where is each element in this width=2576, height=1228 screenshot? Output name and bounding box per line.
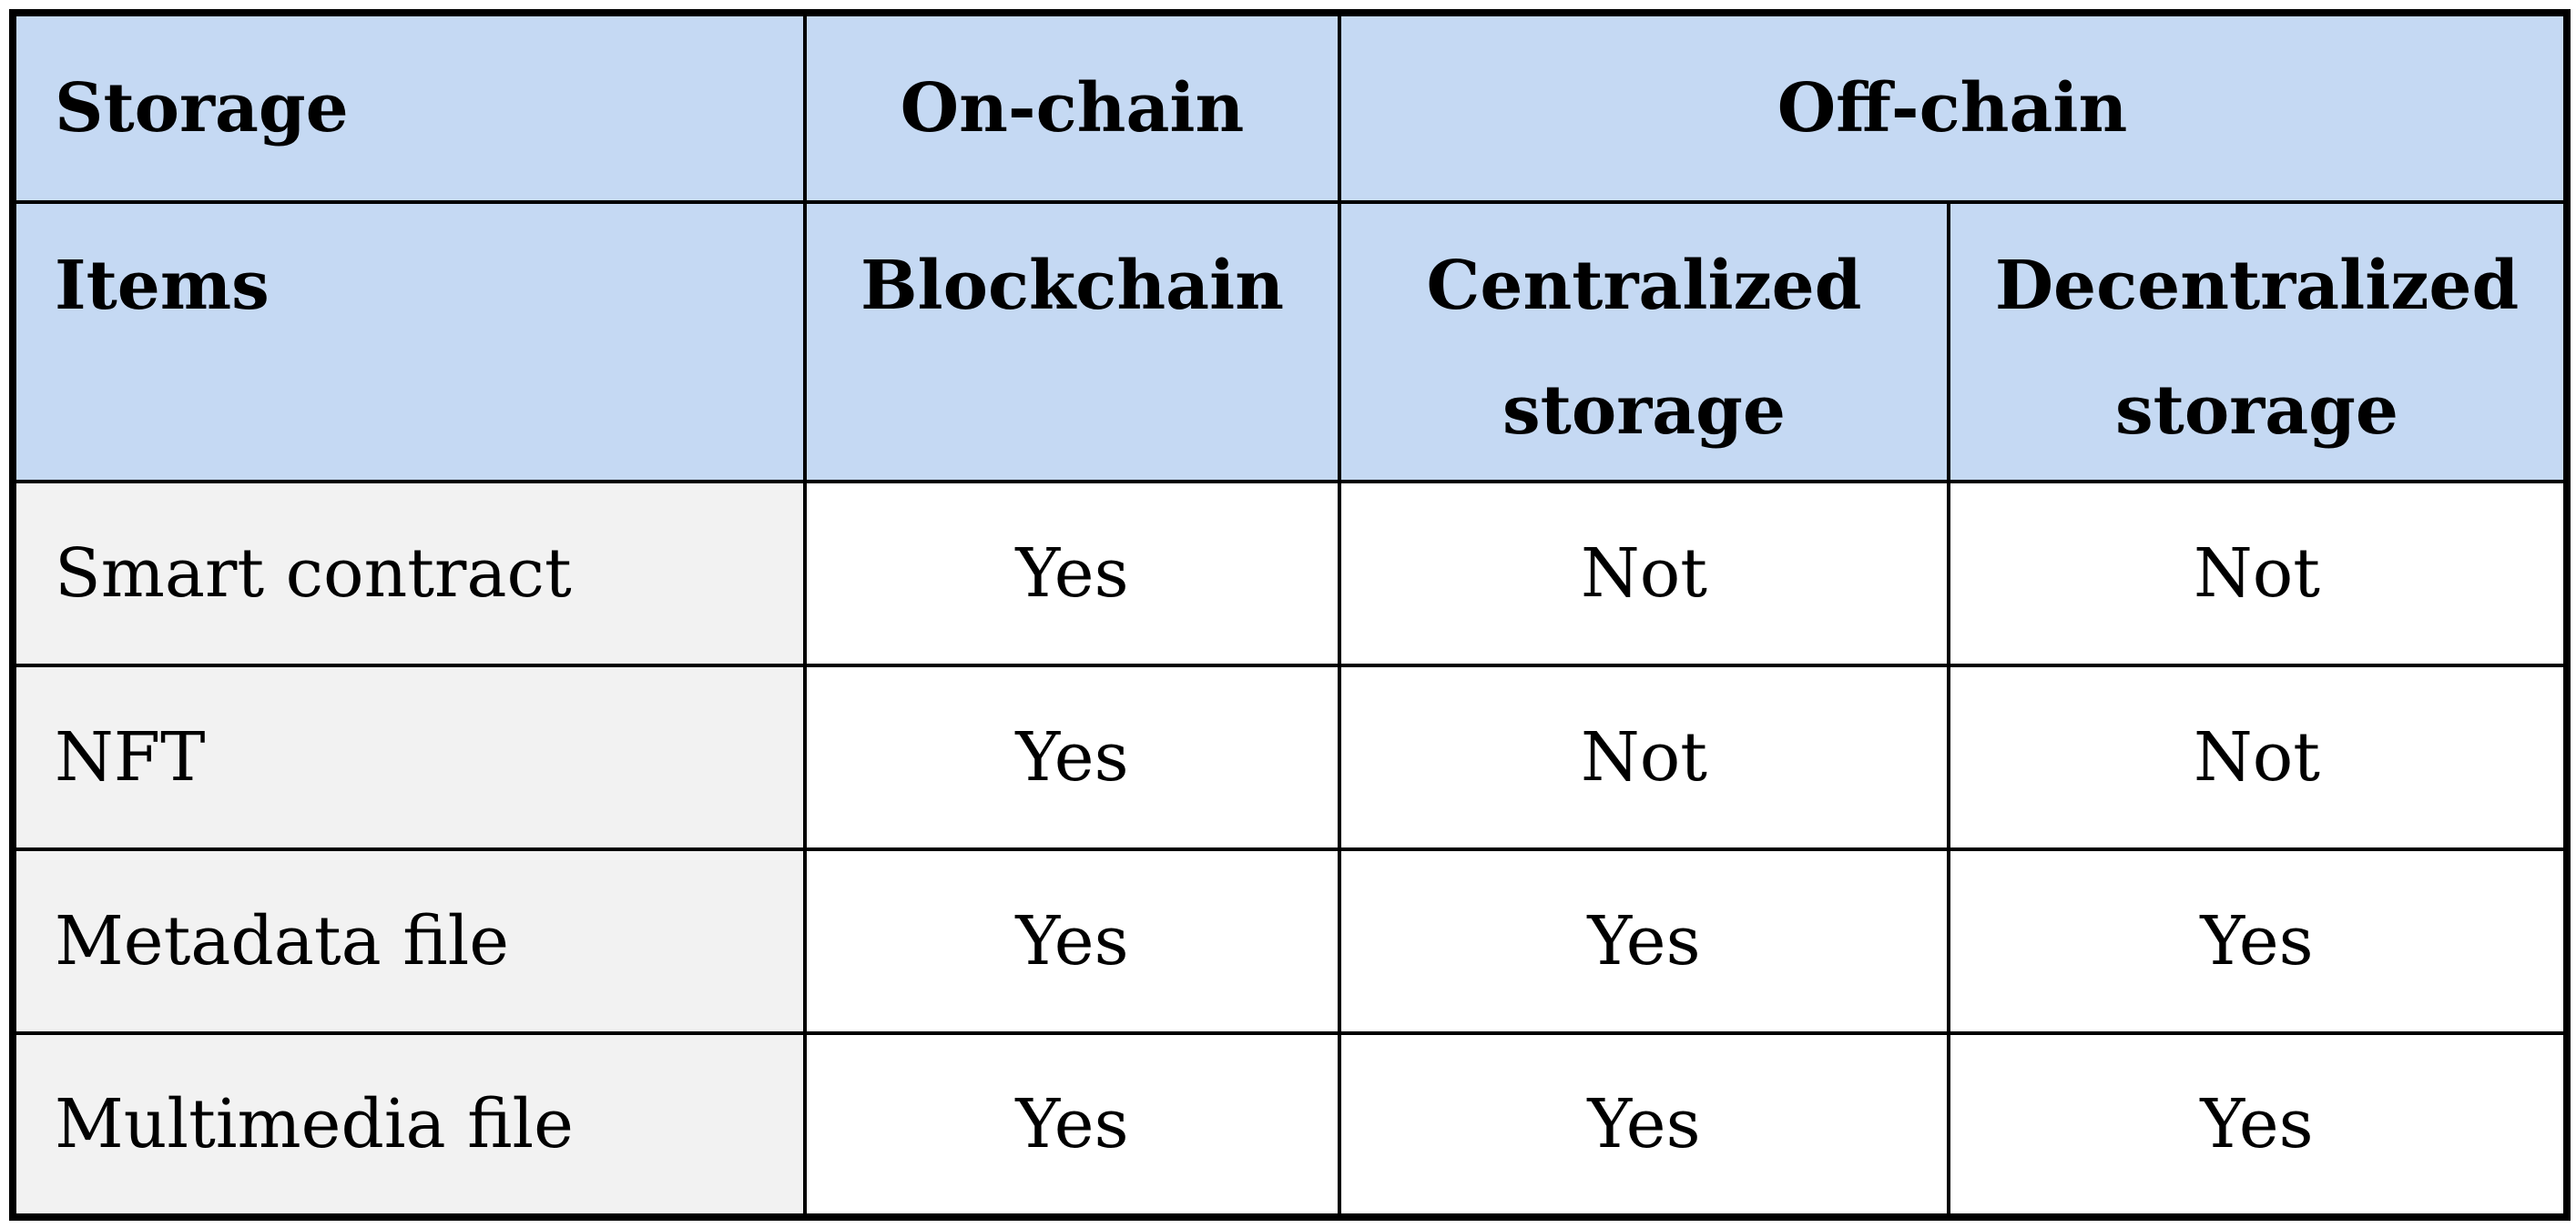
header-off-chain: Off-chain: [1337, 11, 2570, 204]
cell-decentralized-storage: Yes: [1946, 1031, 2570, 1219]
cell-decentralized-storage: Yes: [1946, 847, 2570, 1035]
table-row-metadata-file: Metadata file Yes Yes Yes: [11, 847, 2570, 1035]
cell-item: NFT: [11, 664, 807, 851]
table-row-nft: NFT Yes Not Not: [11, 664, 2570, 851]
cell-blockchain: Yes: [803, 664, 1341, 851]
header-storage: Storage: [11, 11, 807, 204]
cell-blockchain: Yes: [803, 847, 1341, 1035]
storage-comparison-table: Storage On-chain Off-chain Items Blockch…: [9, 9, 2571, 1221]
cell-blockchain: Yes: [803, 480, 1341, 667]
header-decentralized-storage: Decentralized storage: [1946, 200, 2570, 483]
header-row-items: Items Blockchain Centralized storage Dec…: [11, 200, 2570, 483]
header-centralized-storage: Centralized storage: [1338, 200, 1950, 483]
cell-centralized-storage: Not: [1338, 480, 1950, 667]
cell-item: Metadata file: [11, 847, 807, 1035]
cell-centralized-storage: Yes: [1338, 1031, 1950, 1219]
header-on-chain: On-chain: [803, 11, 1341, 204]
header-items: Items: [11, 200, 807, 483]
table-row-multimedia-file: Multimedia file Yes Yes Yes: [11, 1031, 2570, 1219]
header-blockchain: Blockchain: [803, 200, 1341, 483]
cell-decentralized-storage: Not: [1946, 480, 2570, 667]
cell-centralized-storage: Yes: [1338, 847, 1950, 1035]
cell-blockchain: Yes: [803, 1031, 1341, 1219]
storage-comparison-table-container: Storage On-chain Off-chain Items Blockch…: [9, 9, 2571, 1221]
cell-decentralized-storage: Not: [1946, 664, 2570, 851]
cell-item: Multimedia file: [11, 1031, 807, 1219]
header-row-storage: Storage On-chain Off-chain: [11, 11, 2570, 204]
cell-item: Smart contract: [11, 480, 807, 667]
table-row-smart-contract: Smart contract Yes Not Not: [11, 480, 2570, 667]
cell-centralized-storage: Not: [1338, 664, 1950, 851]
